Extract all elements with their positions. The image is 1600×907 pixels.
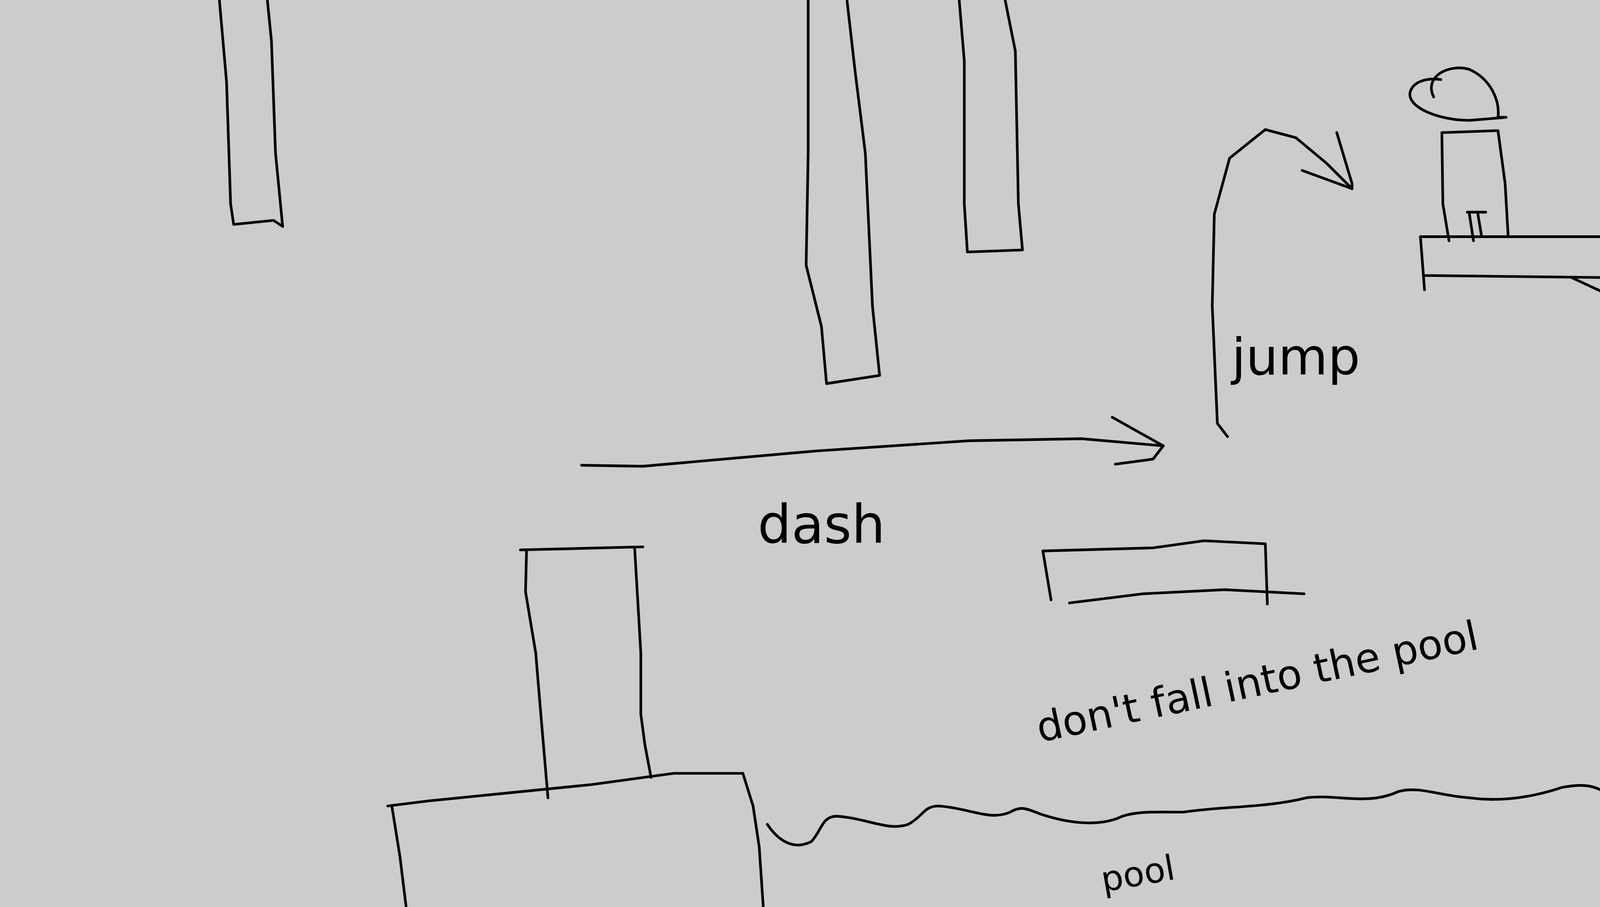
dash-label: dash bbox=[757, 497, 886, 551]
player-head bbox=[1409, 67, 1507, 121]
ground-pillar bbox=[520, 546, 651, 798]
dash-arrow bbox=[581, 438, 1164, 467]
jump-label: jump bbox=[1231, 331, 1361, 383]
jump-arrow bbox=[1212, 129, 1353, 437]
arrow-head bbox=[1301, 132, 1353, 189]
pool-surface bbox=[767, 785, 1600, 845]
pool-label: pool bbox=[1098, 849, 1178, 897]
warning-note: don't fall into the pool bbox=[1032, 614, 1482, 749]
arrow-head bbox=[1112, 417, 1164, 465]
ceiling-pillar bbox=[219, 0, 283, 227]
ceiling-pillar bbox=[806, 0, 880, 384]
player-body bbox=[1441, 130, 1509, 241]
goal-platform bbox=[1420, 236, 1600, 291]
ground-block bbox=[387, 773, 764, 907]
floating-platform bbox=[1042, 540, 1304, 604]
ceiling-pillar bbox=[959, 0, 1023, 252]
